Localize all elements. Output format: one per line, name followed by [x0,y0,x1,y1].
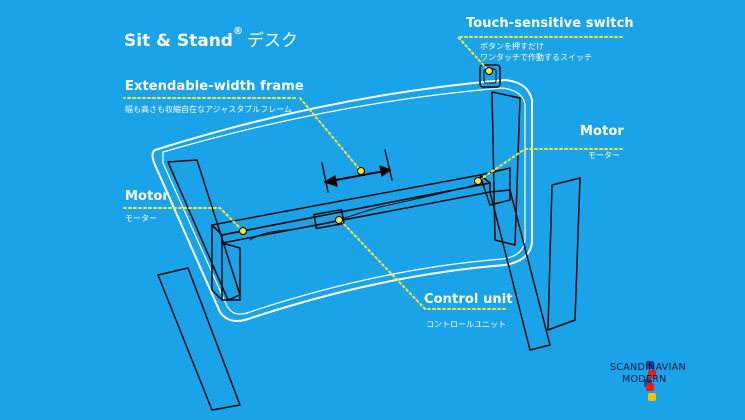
callout-line-frame-diag [299,97,361,171]
callout-touch-switch-line2: ワンタッチで作動するスイッチ [480,53,592,62]
callout-line-control [339,219,506,310]
back-right-leg [491,91,521,246]
cable [249,183,479,241]
front-right-column [479,167,511,206]
callout-line-switch [455,36,623,71]
dot-motor-left [239,227,247,235]
callout-motor-right-sub: モーター [588,151,620,160]
right-floor-foot [547,177,581,331]
left-floor-foot [157,267,241,411]
desktop-outline [151,79,533,322]
page-title: Sit & Stand®デスク [124,26,298,51]
brand-line1: SCANDINAVIAN [610,362,686,373]
control-unit-shape [313,208,345,230]
callout-frame-title: Extendable-width frame [125,79,304,94]
dot-motor-right [474,177,482,185]
callout-line-motor-left [123,207,243,231]
title-main: Sit & Stand [124,31,233,51]
callout-motor-right-title: Motor [580,124,624,139]
front-right-leg [489,189,551,351]
back-left-leg [167,159,241,301]
brand-logo: SCANDINAVIAN MODERN [610,362,686,386]
dot-switch [485,67,493,75]
desktop-outline-inner [162,87,526,315]
callout-motor-left-title: Motor [125,189,169,204]
callout-touch-switch-title: Touch-sensitive switch [466,16,634,31]
callout-motor-left-sub: モーター [125,214,157,223]
callout-line-motor-right [477,148,623,182]
callout-control-unit-sub: コントロールユニット [426,320,506,329]
brand-line2: MODERN [622,374,667,385]
callout-frame-sub: 幅も高さも収縮自在なアジャスタブルフレーム [125,105,293,114]
brand-dot-red [646,383,654,391]
dot-frame [357,167,365,175]
dot-control [335,216,343,224]
brand-dot-yellow [648,393,656,401]
crossbar [211,174,491,236]
callout-control-unit-title: Control unit [424,292,513,307]
title-registered-mark: ® [232,26,243,37]
title-jp: デスク [246,31,298,51]
callout-touch-switch-line1: ボタンを押すだけ [480,42,544,51]
